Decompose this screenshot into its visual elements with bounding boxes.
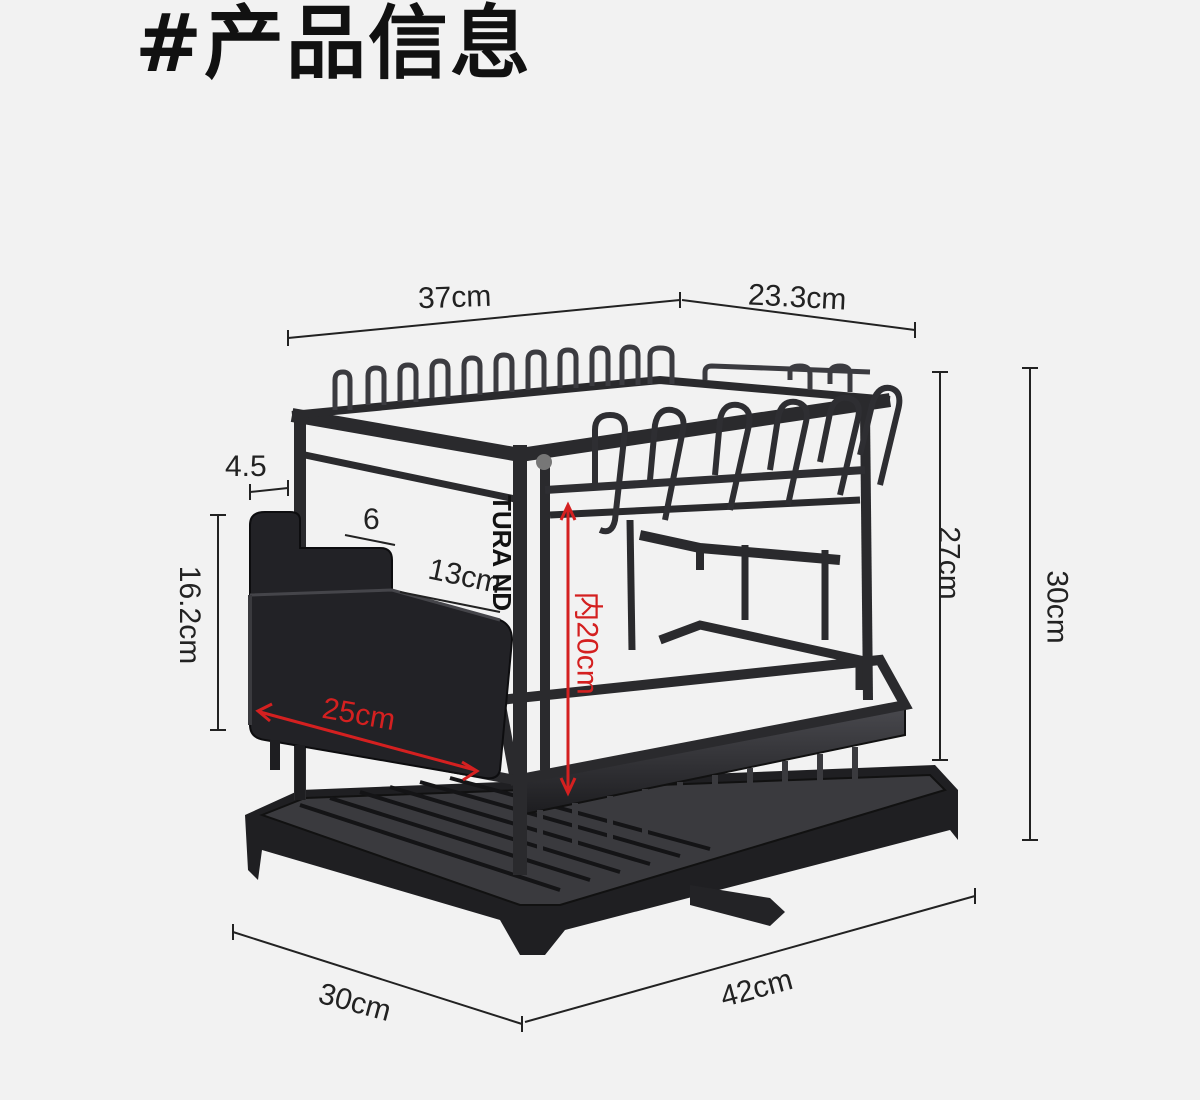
cup-holder-bar [638,530,841,640]
page-title: #产品信息 [135,0,533,90]
dim-height-inner: 27cm [932,526,966,600]
product-print-text: TURA ND [487,494,518,612]
red-dimension-lines [255,501,577,797]
dim-depth-top: 23.3cm [747,278,848,317]
dim-inner-height: 内20cm [570,591,604,695]
frame-screw [536,454,552,470]
dish-wires-front [544,384,903,535]
dim-height-total: 30cm [1040,570,1074,644]
dim-slot-width: 6 [363,503,380,536]
dish-wires-back [332,344,871,410]
utensil-holder [248,511,514,800]
dim-holder-gap: 4.5 [225,450,267,483]
dim-holder-height: 16.2cm [173,565,207,665]
dim-width-top: 37cm [417,279,492,316]
dimension-lines [210,292,1038,1032]
